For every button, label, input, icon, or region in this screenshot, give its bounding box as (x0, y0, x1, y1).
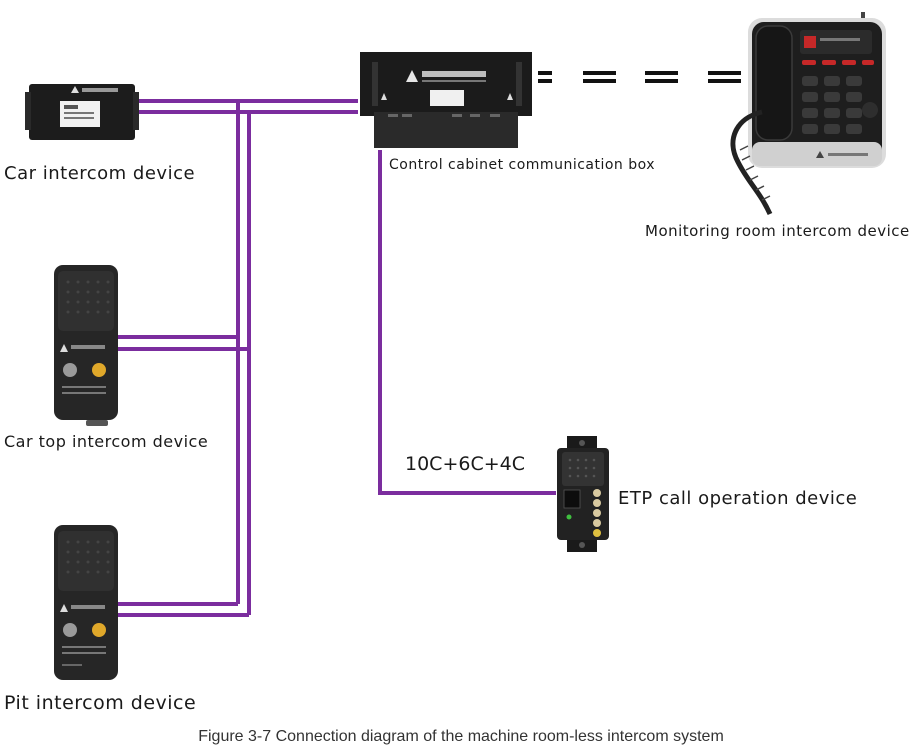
pit-intercom-device-icon (54, 525, 118, 680)
figure-caption: Figure 3-7 Connection diagram of the mac… (198, 728, 724, 745)
wire-cabinet-to-etp (378, 150, 556, 495)
control-cabinet-box-icon (360, 52, 532, 148)
control-cabinet-label: Control cabinet communication box (389, 157, 656, 173)
car-intercom-label: Car intercom device (4, 163, 196, 184)
car-top-intercom-label: Car top intercom device (4, 432, 209, 451)
etp-call-label: ETP call operation device (618, 488, 858, 509)
pit-intercom-label: Pit intercom device (4, 692, 197, 714)
cable-spec-label: 10C+6C+4C (405, 453, 525, 475)
dashed-link (538, 71, 741, 83)
wiring (117, 99, 556, 617)
car-intercom-device-icon (25, 84, 139, 140)
monitoring-room-label: Monitoring room intercom device (645, 222, 910, 240)
etp-call-device-icon (557, 436, 609, 552)
monitoring-room-phone-icon (730, 12, 886, 216)
car-top-intercom-device-icon (54, 265, 118, 426)
